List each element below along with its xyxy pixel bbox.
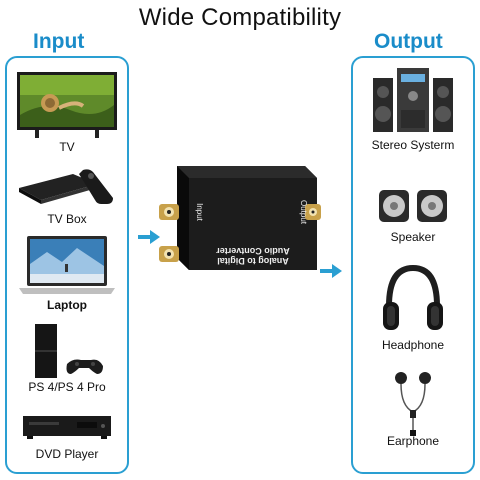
optical-jack xyxy=(305,204,321,220)
converter-name-line2: Audio Contverter xyxy=(216,246,290,256)
output-panel: Stereo Systerm Speaker Headphone Earphon… xyxy=(351,56,475,474)
converter-output-label: Output xyxy=(299,200,308,225)
tv-icon xyxy=(17,72,117,138)
output-heading: Output xyxy=(374,30,443,53)
arrow-right-icon xyxy=(138,230,160,244)
tv-box-icon xyxy=(19,169,113,204)
device-label-headphone: Headphone xyxy=(381,338,445,352)
device-label-speaker: Speaker xyxy=(390,230,436,244)
converter-name-line1: Analog to Digital xyxy=(217,256,289,266)
headphone-icon xyxy=(383,264,443,330)
rca-jack xyxy=(159,204,179,220)
device-label-earphone: Earphone xyxy=(386,434,440,448)
device-label-dvd-player: DVD Player xyxy=(35,447,99,461)
device-label-tv-box: TV Box xyxy=(47,212,87,226)
converter-device: Input Output Analog to Digital Audio Con… xyxy=(159,166,321,270)
game-console-icon xyxy=(35,324,103,378)
device-label-laptop: Laptop xyxy=(47,298,87,312)
dvd-player-icon xyxy=(23,416,111,439)
device-label-tv: TV xyxy=(59,140,75,154)
arrow-right-icon xyxy=(320,264,342,278)
earphone-icon xyxy=(395,372,431,436)
input-heading: Input xyxy=(33,30,85,53)
speaker-icon xyxy=(379,190,447,222)
page-title: Wide Compatibility xyxy=(138,4,342,31)
device-label-stereo-system: Stereo Systerm xyxy=(371,138,455,152)
laptop-icon xyxy=(19,236,115,294)
stereo-system-icon xyxy=(373,68,453,132)
converter-input-label: Input xyxy=(195,203,204,222)
device-label-ps4: PS 4/PS 4 Pro xyxy=(28,380,106,394)
input-panel: TV TV Box Laptop PS 4/PS 4 Pro DVD Playe… xyxy=(5,56,129,474)
rca-jack xyxy=(159,246,179,262)
